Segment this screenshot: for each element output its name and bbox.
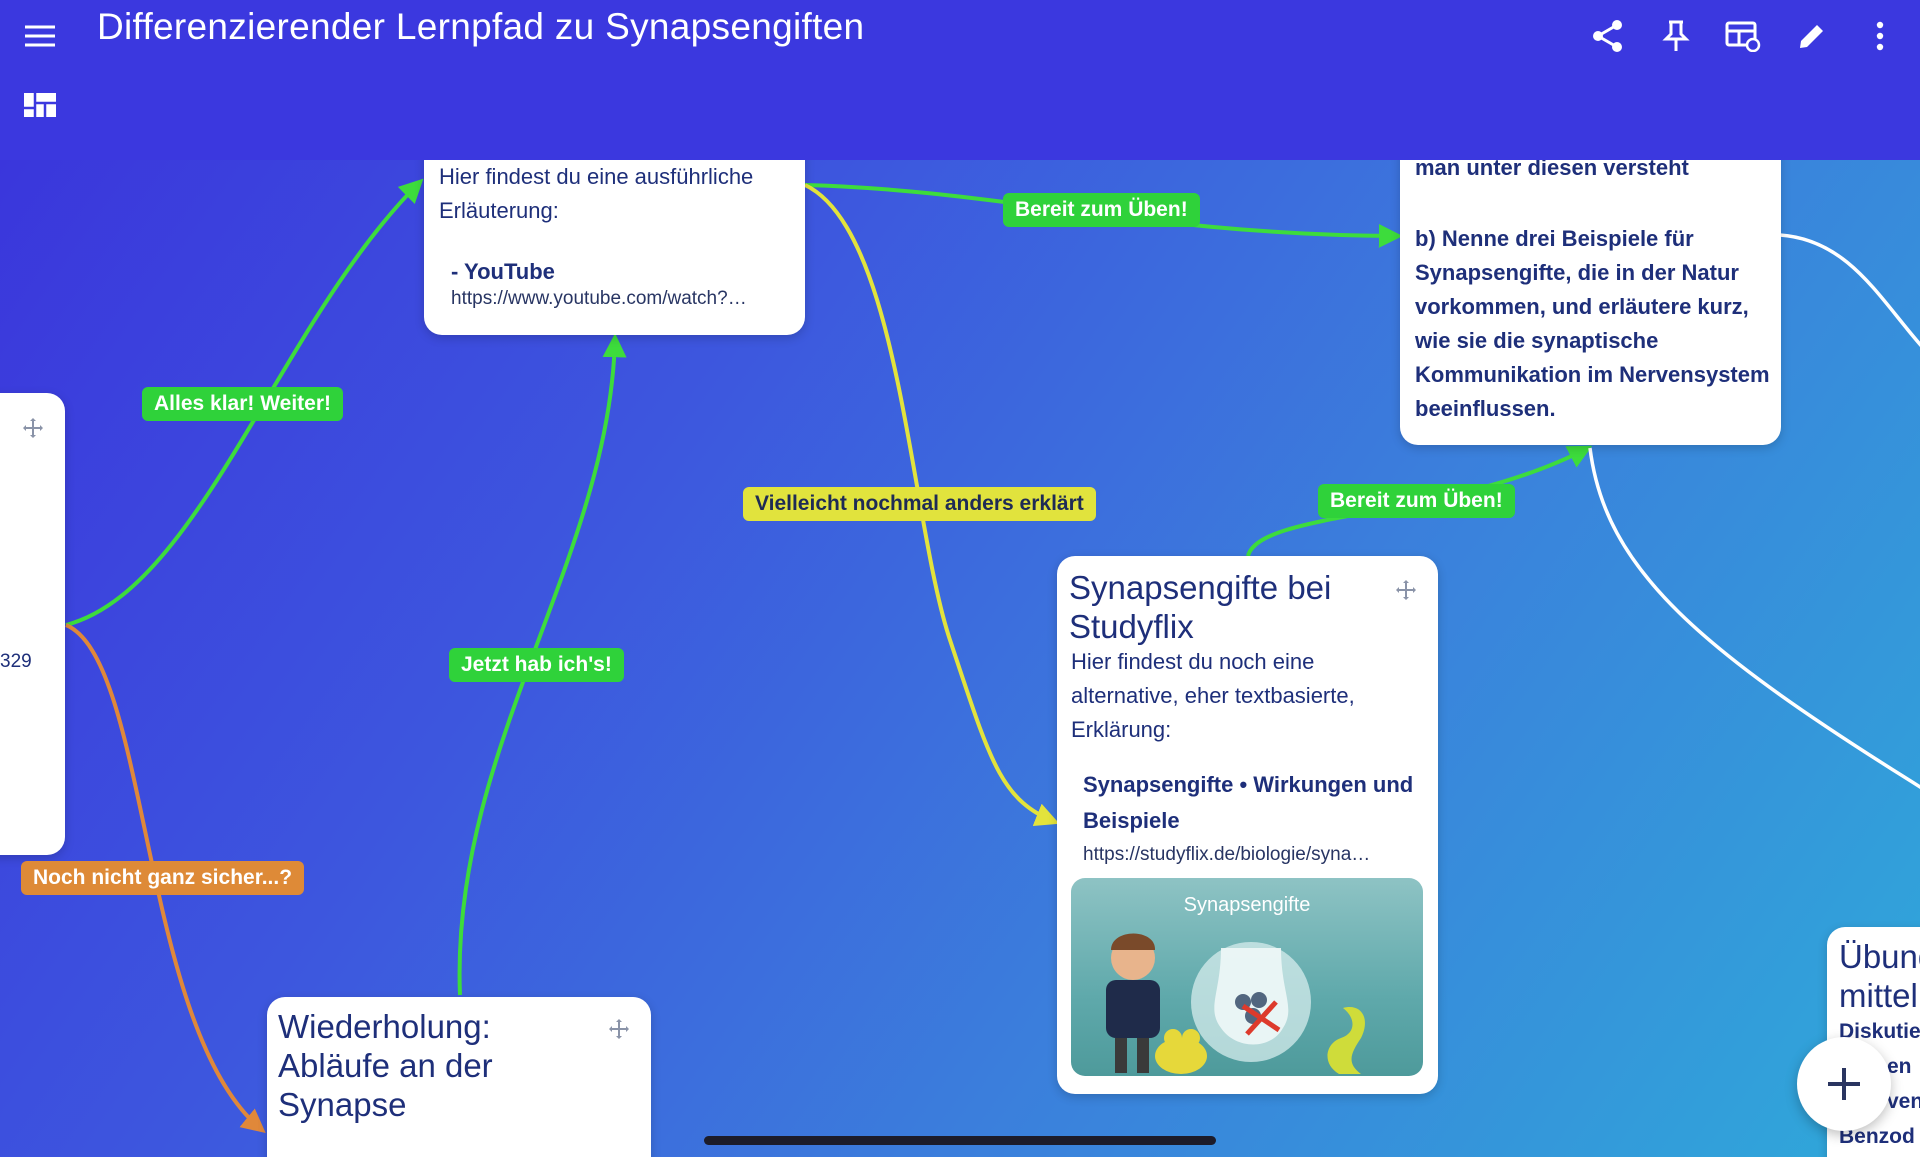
card-wiederholung[interactable]: Wiederholung: Abläufe an der Synapse xyxy=(267,997,651,1157)
edge-task-down[interactable] xyxy=(1588,447,1920,790)
board-settings-button[interactable] xyxy=(1720,16,1766,56)
card-left-partial[interactable]: 329 xyxy=(0,393,65,855)
synapse-illustration xyxy=(1106,933,1365,1074)
edge-noch-nicht[interactable] xyxy=(65,623,266,1134)
card-text-4: Benzod xyxy=(1839,1125,1915,1148)
top-app-bar: Differenzierender Lernpfad zu Synapsengi… xyxy=(0,0,1920,160)
home-indicator xyxy=(704,1136,1216,1145)
layout-button[interactable] xyxy=(20,88,60,122)
card-text: Hier findest du noch eine alternative, e… xyxy=(1071,649,1355,742)
edge-label-bereit-top[interactable]: Bereit zum Üben! xyxy=(1003,193,1200,227)
card-title-2: mittel xyxy=(1839,977,1918,1014)
more-button[interactable] xyxy=(1864,16,1896,56)
card-studyflix[interactable]: Synapsengifte bei Studyflix Hier findest… xyxy=(1057,556,1438,1094)
more-vert-icon xyxy=(1876,21,1884,51)
edge-label-vielleicht[interactable]: Vielleicht nochmal anders erklärt xyxy=(743,487,1096,521)
plus-icon xyxy=(1828,1068,1860,1100)
card-text: Hier findest du eine ausführliche Erläut… xyxy=(439,164,754,223)
card-text-1: Diskutie xyxy=(1839,1020,1920,1043)
move-handle-icon[interactable] xyxy=(1394,578,1418,602)
move-handle-icon[interactable] xyxy=(21,416,45,440)
edge-task-right[interactable] xyxy=(1779,233,1920,350)
menu-icon xyxy=(25,25,55,47)
edit-icon xyxy=(1800,25,1823,48)
card-number: 329 xyxy=(0,651,32,672)
board-settings-icon xyxy=(1725,21,1761,52)
pin-button[interactable] xyxy=(1653,16,1699,56)
page-title: Differenzierender Lernpfad zu Synapsengi… xyxy=(97,6,865,47)
add-button[interactable] xyxy=(1797,1037,1891,1131)
share-button[interactable] xyxy=(1585,16,1631,56)
edge-vielleicht[interactable] xyxy=(804,183,1060,826)
pin-icon xyxy=(1662,20,1690,51)
link-url[interactable]: https://www.youtube.com/watch?… xyxy=(451,288,747,309)
card-title: Synapsengifte bei Studyflix xyxy=(1069,569,1332,645)
edge-label-noch-nicht[interactable]: Noch nicht ganz sicher...? xyxy=(21,861,305,895)
link-title[interactable]: Synapsengifte • Wirkungen und Beispiele xyxy=(1083,772,1414,833)
card-title: Wiederholung: Abläufe an der Synapse xyxy=(278,1008,493,1123)
card-text-2: en xyxy=(1887,1055,1912,1078)
share-icon xyxy=(1593,20,1622,52)
menu-button[interactable] xyxy=(20,18,60,54)
edge-label-alles-klar[interactable]: Alles klar! Weiter! xyxy=(142,387,344,421)
move-handle-icon[interactable] xyxy=(607,1017,631,1041)
image-caption: Synapsengifte xyxy=(1183,894,1311,916)
edge-label-bereit-mid[interactable]: Bereit zum Üben! xyxy=(1318,484,1515,518)
edge-label-jetzt-hab[interactable]: Jetzt hab ich's! xyxy=(449,648,624,682)
card-text-3: ven xyxy=(1887,1090,1920,1113)
edit-button[interactable] xyxy=(1789,16,1835,56)
link-title[interactable]: - YouTube xyxy=(451,259,555,284)
card-title-1: Übung xyxy=(1839,938,1920,975)
task-text: b) Nenne drei Beispiele für Synapsengift… xyxy=(1415,226,1770,421)
layout-icon xyxy=(24,93,56,117)
edge-alles-klar[interactable] xyxy=(65,178,424,627)
card-task[interactable]: man unter diesen versteht b) Nenne drei … xyxy=(1400,110,1781,445)
link-preview-image[interactable]: Synapsengifte xyxy=(1071,878,1423,1076)
link-url[interactable]: https://studyflix.de/biologie/syna… xyxy=(1083,844,1371,865)
